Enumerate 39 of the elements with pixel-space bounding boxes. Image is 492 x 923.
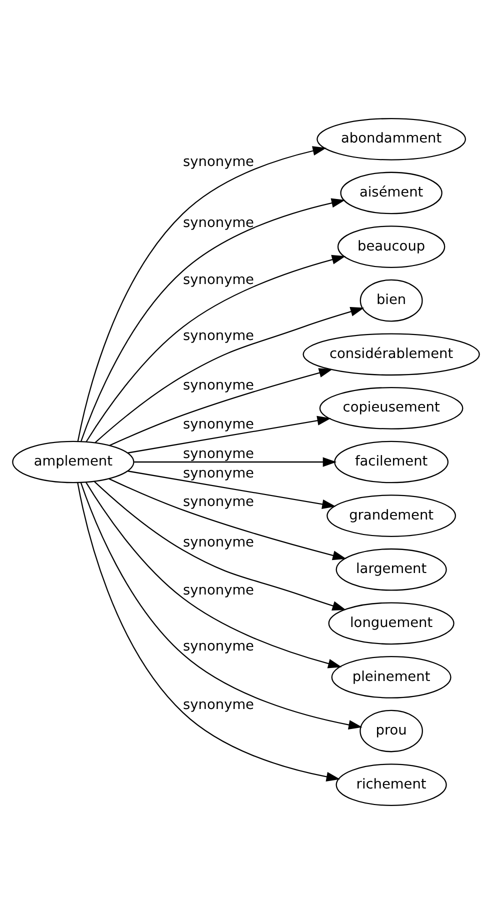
node-ellipse: aisément [340,171,442,214]
node-ellipse: abondamment [316,118,466,160]
arrow [86,254,346,442]
node-ellipse: bien [360,278,423,322]
edge-label: synonyme [183,638,254,654]
node-ellipse: beaucoup [337,225,446,268]
arrow [77,146,326,441]
edge-label: synonyme [183,328,254,344]
arrow [80,198,346,441]
arrow [108,478,346,560]
arrow [94,480,346,610]
arrow [128,470,336,508]
node-ellipse: facilement [334,440,449,483]
edge-label: synonyme [183,272,254,288]
arrow [94,306,364,443]
edge-label: synonyme [183,446,254,462]
edge-label: synonyme [183,376,254,393]
edge-label: synonyme [183,214,254,230]
node-ellipse: largement [336,548,447,590]
edge-label: synonyme [183,494,254,510]
edge-label: synonyme [183,465,254,482]
node-ellipse: grandement [326,494,456,536]
node-ellipse: pleinement [331,656,452,698]
node-ellipse: considérablement [302,332,480,376]
node-ellipse: amplement [12,440,134,483]
arrow [134,456,337,466]
arrow [77,482,340,781]
edge-label: synonyme [183,696,254,712]
edge-label: synonyme [183,534,254,550]
arrow [109,368,333,446]
edge-label: synonyme [183,416,254,432]
node-ellipse: richement [336,763,447,806]
arrow [80,482,362,730]
node-ellipse: copieusement [319,386,464,429]
arrow [85,481,342,668]
edge-label: synonyme [183,154,254,170]
node-ellipse: prou [360,709,423,752]
edge-label: synonyme [183,582,254,598]
arrow [128,415,332,453]
